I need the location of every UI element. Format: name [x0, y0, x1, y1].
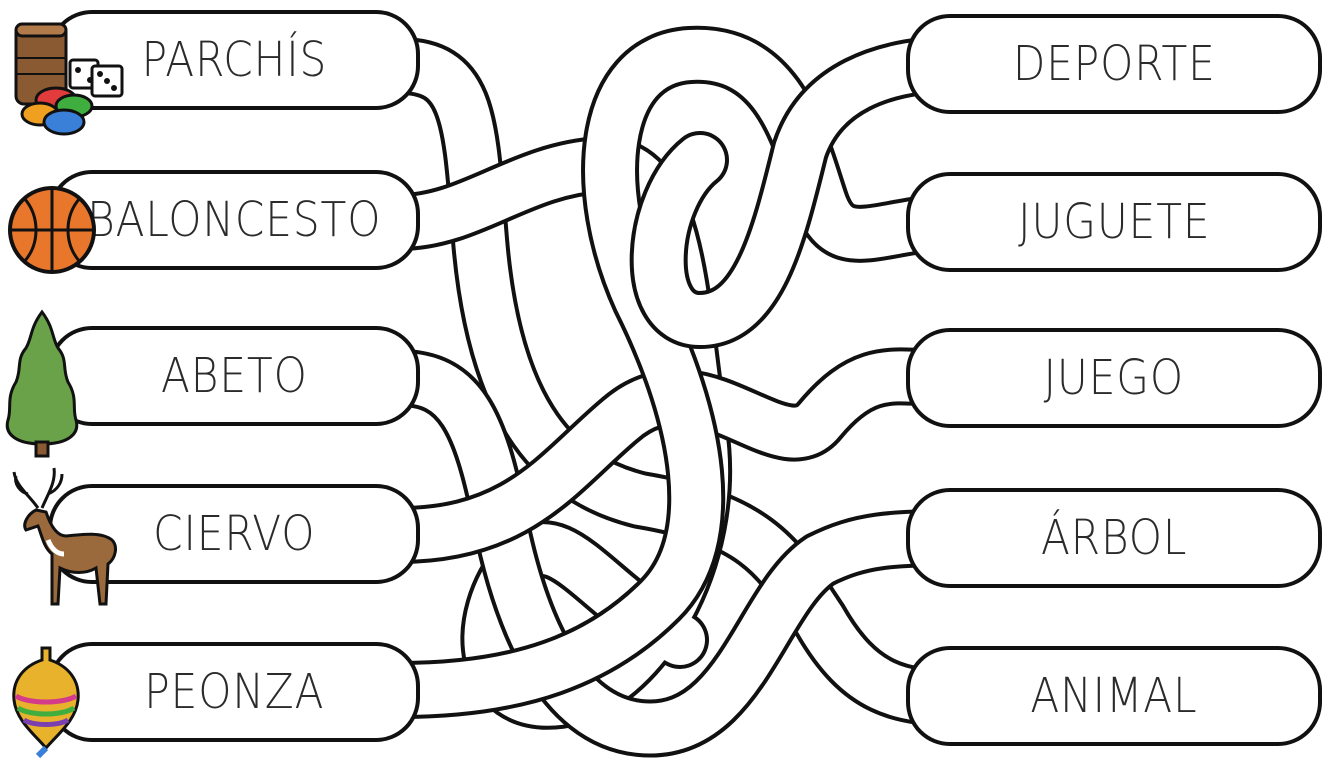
- word-pill-abeto[interactable]: ABETO: [48, 326, 420, 426]
- deer-icon: [8, 464, 126, 612]
- word-parchis: PARCHÍS: [141, 32, 327, 88]
- word-arbol: ÁRBOL: [1041, 510, 1187, 566]
- spinning-top-icon: [8, 644, 84, 760]
- word-pill-baloncesto[interactable]: BALONCESTO: [48, 170, 420, 270]
- word-pill-juguete[interactable]: JUGUETE: [906, 172, 1322, 272]
- word-pill-animal[interactable]: ANIMAL: [906, 646, 1322, 746]
- word-deporte: DEPORTE: [1013, 36, 1216, 92]
- word-animal: ANIMAL: [1030, 668, 1197, 724]
- fir-tree-icon: [2, 308, 82, 460]
- word-pill-arbol[interactable]: ÁRBOL: [906, 488, 1322, 588]
- word-pill-peonza[interactable]: PEONZA: [48, 642, 420, 742]
- word-juguete: JUGUETE: [1018, 194, 1210, 250]
- word-juego: JUEGO: [1044, 350, 1184, 406]
- word-peonza: PEONZA: [144, 664, 324, 720]
- word-pill-juego[interactable]: JUEGO: [906, 328, 1322, 428]
- word-ciervo: CIERVO: [153, 506, 315, 562]
- word-pill-deporte[interactable]: DEPORTE: [906, 14, 1322, 114]
- word-baloncesto: BALONCESTO: [87, 192, 381, 248]
- parchis-game-icon: [12, 18, 130, 142]
- word-abeto: ABETO: [161, 348, 308, 404]
- basketball-icon: [6, 180, 98, 280]
